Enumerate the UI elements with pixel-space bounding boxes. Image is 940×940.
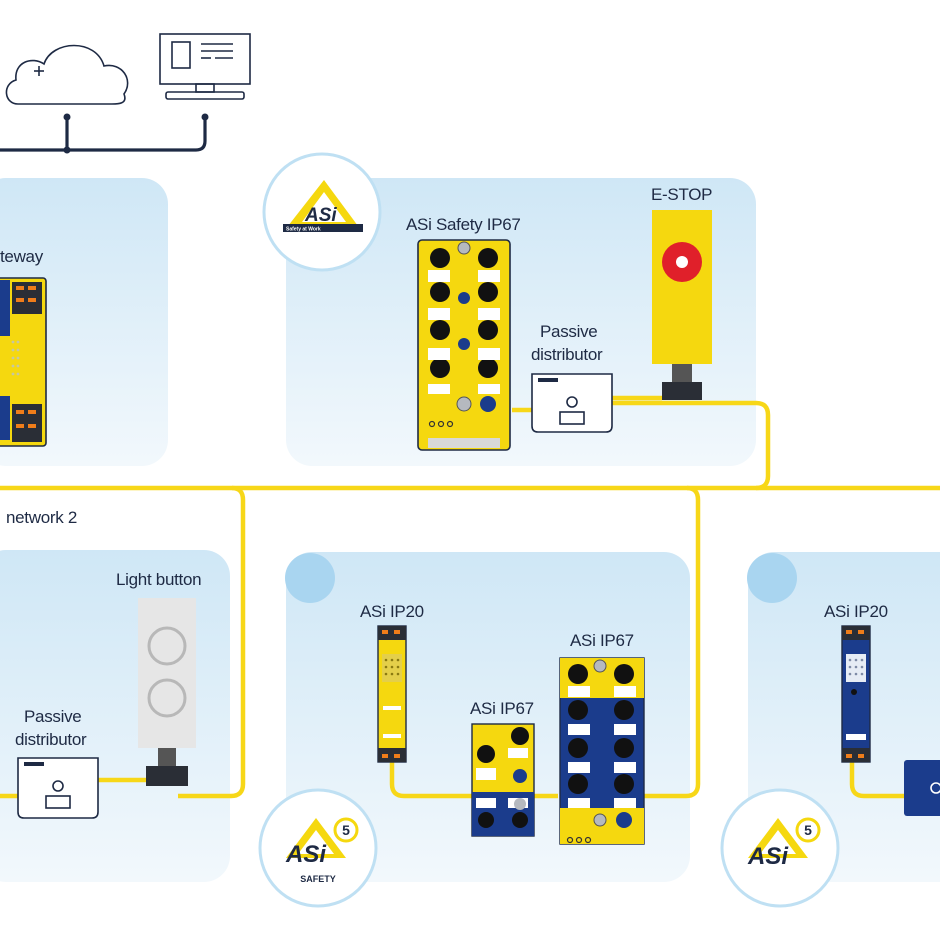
light-button-device bbox=[138, 598, 196, 786]
asi-ip20-right-label: ASi IP20 bbox=[824, 602, 888, 621]
asi5-number: 5 bbox=[804, 822, 812, 838]
cloud-node bbox=[63, 113, 71, 121]
safety-at-work-subtitle: Safety at Work bbox=[286, 227, 321, 233]
monitor-icon bbox=[159, 33, 251, 100]
estop-device bbox=[652, 210, 712, 400]
asi5-safety-wordmark: ASi bbox=[285, 841, 327, 868]
gateway-device bbox=[0, 277, 47, 447]
panel-dot-mid bbox=[285, 553, 335, 603]
estop-label: E-STOP bbox=[651, 185, 713, 204]
asi-safety-ip67-device bbox=[417, 239, 511, 451]
cloud-icon bbox=[5, 44, 129, 105]
asi-ip20-mid-device bbox=[377, 625, 407, 763]
gateway-label: teway bbox=[0, 247, 43, 266]
asi-ip67-small-label: ASi IP67 bbox=[470, 699, 534, 718]
panel-dot-right bbox=[747, 553, 797, 603]
passive-distributor-left-label-2: distributor bbox=[15, 730, 87, 749]
safety-panel bbox=[286, 178, 756, 466]
asi-ip67-small-device bbox=[471, 723, 535, 837]
asi-ip20-right-device bbox=[841, 625, 871, 763]
asi-safety-ip67-label: ASi Safety IP67 bbox=[406, 215, 521, 234]
asi5-safety-subtitle: SAFETY bbox=[300, 874, 336, 884]
safety-at-work-wordmark: ASi bbox=[304, 205, 337, 226]
network2-label: network 2 bbox=[6, 508, 78, 527]
blue-distributor bbox=[904, 760, 940, 816]
asi-ip67-large-label: ASi IP67 bbox=[570, 631, 634, 650]
passive-distributor-left-label-1: Passive bbox=[24, 707, 82, 726]
passive-distributor-top-label-2: distributor bbox=[531, 345, 603, 364]
asi-network-lines bbox=[0, 395, 940, 799]
asi-ip20-mid-label: ASi IP20 bbox=[360, 602, 424, 621]
light-button-label: Light button bbox=[116, 570, 202, 589]
asi-ip67-large-device bbox=[559, 657, 645, 845]
monitor-node bbox=[201, 113, 209, 121]
passive-distributor-top-label-1: Passive bbox=[540, 322, 598, 341]
asi5-wordmark: ASi bbox=[747, 843, 789, 870]
asi5-safety-logo bbox=[258, 788, 378, 908]
passive-distributor-left bbox=[17, 757, 99, 819]
junction-node bbox=[63, 146, 71, 154]
ethernet-lines bbox=[0, 117, 207, 152]
passive-distributor-top bbox=[531, 373, 613, 433]
asi5-logo bbox=[720, 788, 840, 908]
asi5-safety-number: 5 bbox=[342, 822, 350, 838]
safety-at-work-logo bbox=[262, 152, 382, 272]
